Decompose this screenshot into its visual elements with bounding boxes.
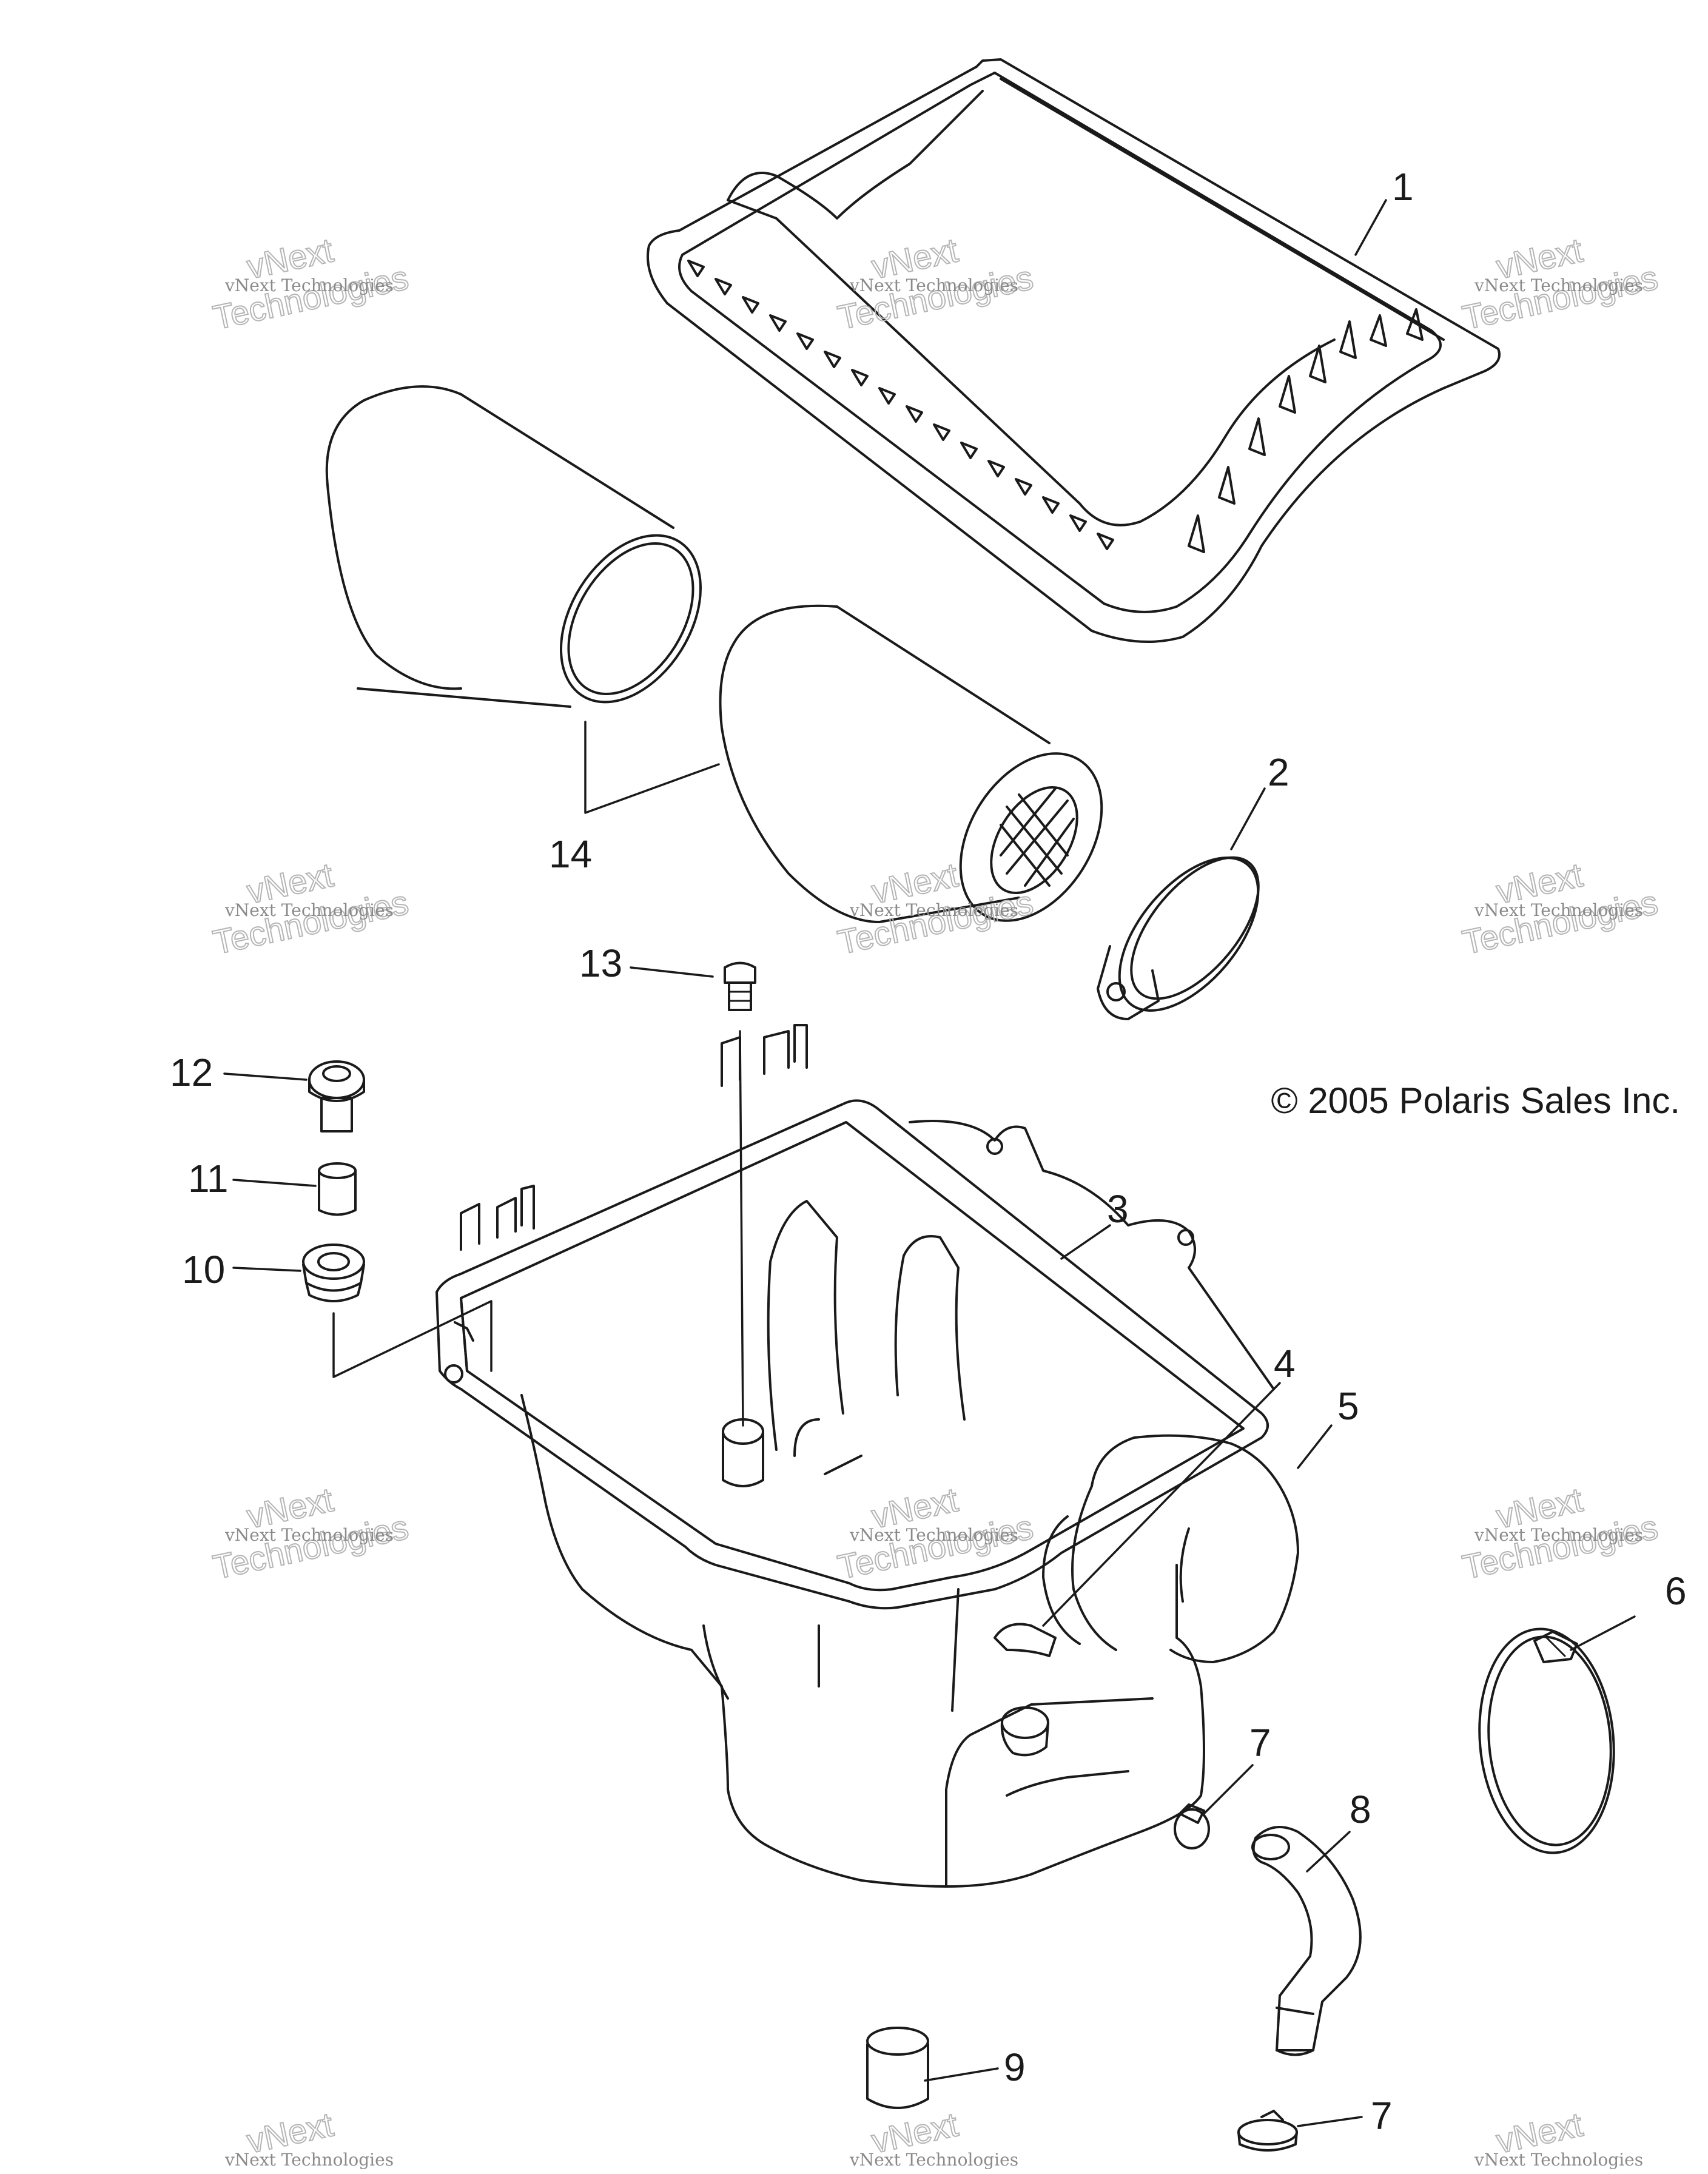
watermark: vNext vNext Technologies <box>1474 2104 1643 2170</box>
watermark: vNext Technologies vNext Technologies <box>1459 1479 1662 1587</box>
svg-text:vNext Technologies: vNext Technologies <box>1474 900 1643 920</box>
grommet-part-10 <box>302 1243 493 1378</box>
bolt-part-12 <box>308 1060 365 1132</box>
callout-11: 11 <box>188 1157 228 1200</box>
watermark: vNext vNext Technologies <box>224 2104 394 2170</box>
callout-5: 5 <box>1337 1384 1359 1428</box>
clamp-part-2 <box>1097 856 1260 1020</box>
callout-2: 2 <box>1268 750 1289 794</box>
watermarks: vNext Technologies vNext Technologies vN… <box>209 230 1662 2170</box>
screw-part-13 <box>724 961 756 1427</box>
callout-numbers: 1 2 3 4 5 6 7 7 8 9 10 11 12 13 14 <box>170 165 1687 2138</box>
clamp-part-6 <box>1478 1627 1615 1854</box>
callout-8: 8 <box>1350 1788 1371 1831</box>
leader-lines <box>223 199 1636 2127</box>
watermark: vNext Technologies vNext Technologies <box>209 855 412 962</box>
callout-4: 4 <box>1274 1342 1296 1385</box>
watermark: vNext Technologies vNext Technologies <box>1459 855 1662 962</box>
clamp-part-7-upper <box>1174 1803 1210 1849</box>
svg-text:vNext Technologies: vNext Technologies <box>849 900 1018 920</box>
callout-12: 12 <box>170 1051 213 1094</box>
svg-text:vNext Technologies: vNext Technologies <box>224 275 394 295</box>
callout-13: 13 <box>579 941 622 985</box>
callout-7-upper: 7 <box>1249 1721 1271 1765</box>
watermark: vNext Technologies vNext Technologies <box>834 230 1037 337</box>
svg-text:vNext Technologies: vNext Technologies <box>224 2150 394 2170</box>
svg-text:vNext Technologies: vNext Technologies <box>1474 1525 1643 1545</box>
svg-text:vNext Technologies: vNext Technologies <box>1474 275 1643 295</box>
callout-10: 10 <box>182 1248 225 1291</box>
copyright-notice: © 2005 Polaris Sales Inc. <box>1271 1080 1680 1121</box>
hose-part-8 <box>1251 1826 1362 2056</box>
cap-part-9 <box>866 2027 929 2109</box>
clamp-part-7-lower <box>1237 2110 1298 2152</box>
callout-6: 6 <box>1665 1569 1687 1613</box>
watermark: vNext Technologies vNext Technologies <box>1459 230 1662 337</box>
callout-9: 9 <box>1004 2045 1026 2089</box>
svg-text:vNext Technologies: vNext Technologies <box>1474 2150 1643 2170</box>
airbox-cover <box>647 58 1501 643</box>
watermark: vNext Technologies vNext Technologies <box>209 1479 412 1587</box>
watermark: vNext Technologies vNext Technologies <box>834 1479 1037 1587</box>
svg-text:vNext Technologies: vNext Technologies <box>849 275 1018 295</box>
air-filter-elements <box>325 385 1103 923</box>
svg-text:vNext Technologies: vNext Technologies <box>224 900 394 920</box>
watermark: vNext vNext Technologies <box>849 2104 1018 2170</box>
svg-text:vNext Technologies: vNext Technologies <box>849 1525 1018 1545</box>
sleeve-part-11 <box>318 1162 357 1216</box>
airbox-body <box>435 1024 1299 1888</box>
callout-3: 3 <box>1107 1187 1129 1231</box>
watermark: vNext Technologies vNext Technologies <box>834 855 1037 962</box>
callout-1: 1 <box>1392 165 1414 209</box>
callout-7-lower: 7 <box>1371 2094 1393 2138</box>
callout-14: 14 <box>549 832 592 876</box>
svg-text:vNext Technologies: vNext Technologies <box>224 1525 394 1545</box>
svg-text:vNext Technologies: vNext Technologies <box>849 2150 1018 2170</box>
watermark: vNext Technologies vNext Technologies <box>209 230 412 337</box>
